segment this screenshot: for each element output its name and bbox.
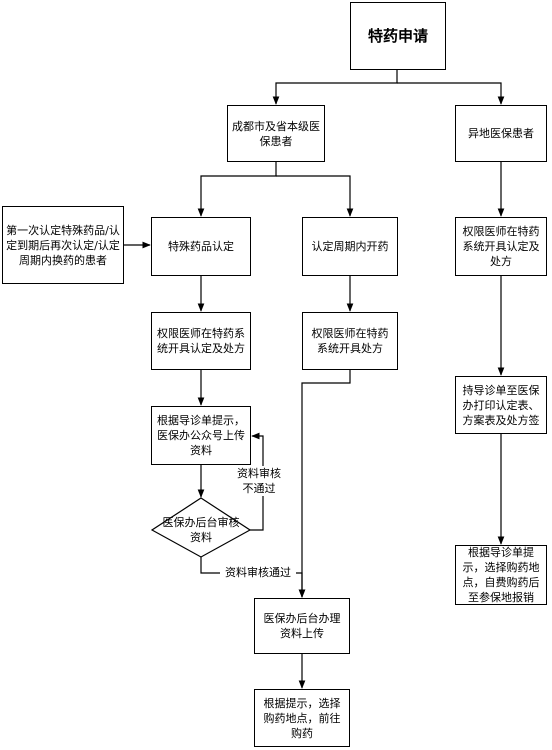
doctor-box-right: 权限医师在特药系统开具认定及处方 bbox=[455, 217, 547, 276]
handle-box: 医保办后台办理资料上传 bbox=[254, 598, 350, 654]
in-cycle-box: 认定周期内开药 bbox=[302, 217, 398, 276]
not-pass-label: 资料审核不通过 bbox=[232, 466, 286, 496]
reimburse-box: 根据导诊单提示，选择购药地点，自费购药后至参保地报销 bbox=[455, 545, 547, 605]
upload-box: 根据导诊单提示，医保办公众号上传资料 bbox=[151, 406, 251, 465]
review-diamond bbox=[150, 497, 252, 558]
arrow-title-to-yidi bbox=[397, 82, 505, 105]
arrow-title-to-chengdu bbox=[272, 70, 398, 105]
print-box: 持导诊单至医保办打印认定表、方案表及处方签 bbox=[455, 376, 547, 434]
doctor-box-middle: 权限医师在特药系统开具处方 bbox=[302, 312, 398, 370]
arrow-chengdu-to-special bbox=[197, 162, 277, 217]
pass-label: 资料审核通过 bbox=[220, 565, 296, 580]
review-diamond-label: 医保办后台审核资料 bbox=[162, 516, 240, 544]
chengdu-patient-box: 成都市及省本级医保患者 bbox=[227, 105, 325, 162]
arrow-doctor-b-to-handle bbox=[298, 370, 351, 598]
first-time-patient-box: 第一次认定特殊药品/认定到期后再次认定/认定周期内换药的患者 bbox=[2, 206, 124, 284]
special-drug-box: 特殊药品认定 bbox=[151, 217, 251, 276]
doctor-box-left: 权限医师在特药系统开具认定及处方 bbox=[151, 312, 251, 370]
title-box: 特药申请 bbox=[350, 2, 446, 70]
buy-box: 根据提示，选择购药地点，前往购药 bbox=[254, 689, 350, 747]
yidi-patient-box: 异地医保患者 bbox=[455, 105, 547, 162]
arrow-chengdu-to-cycle bbox=[276, 175, 354, 217]
